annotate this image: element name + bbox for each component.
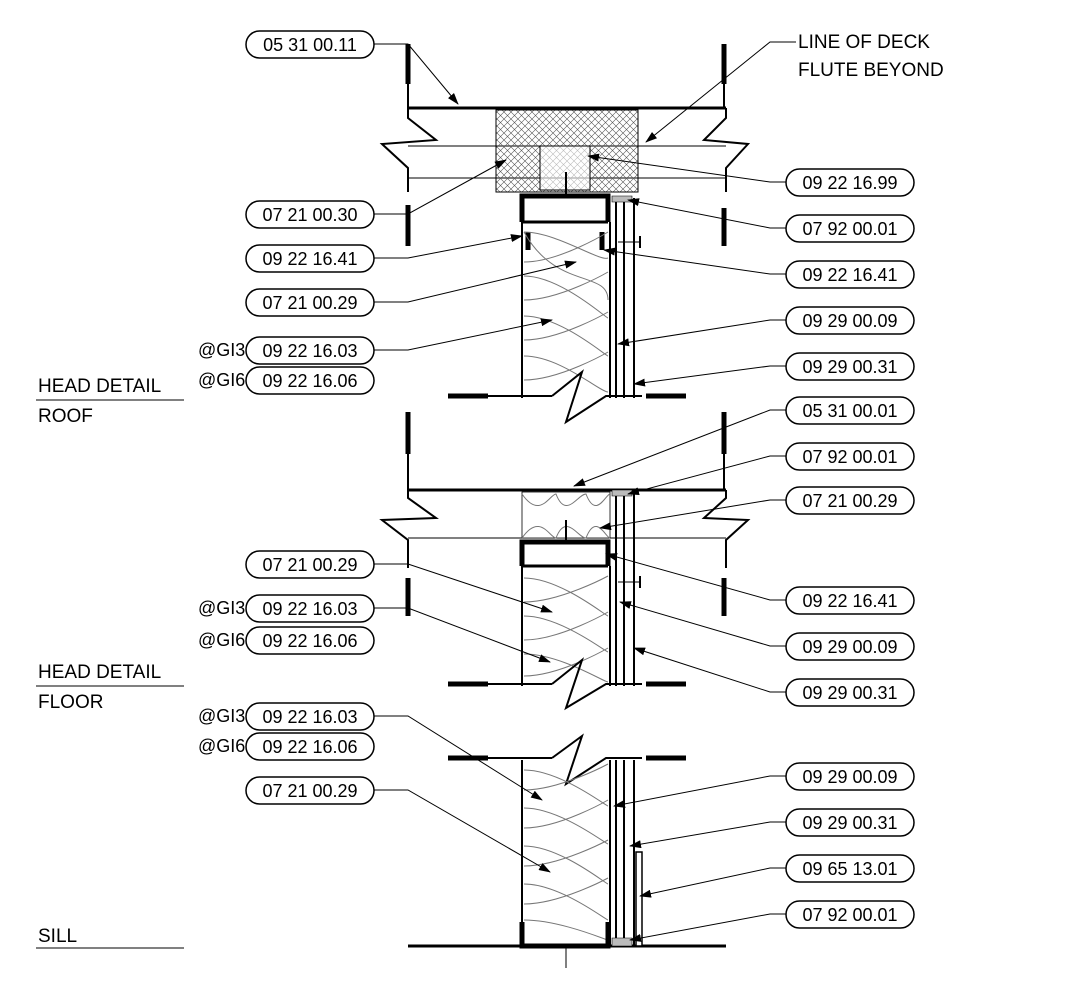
floor-head-subtitle-text: FLOOR — [38, 692, 103, 713]
keynote-text: 09 29 00.09 — [802, 311, 897, 331]
keynote-tag[interactable]: 09 22 16.03 — [245, 594, 375, 623]
gi6-prefix: @GI6 — [198, 630, 245, 650]
keynote-text: 07 21 00.29 — [262, 781, 357, 801]
keynote-tag[interactable]: 09 22 16.06 — [245, 626, 375, 655]
sill-detail — [408, 733, 726, 968]
keynote-text: 07 21 00.29 — [262, 555, 357, 575]
sill-title: SILL — [36, 926, 184, 949]
keynote-text: 07 92 00.01 — [802, 905, 897, 925]
keynote-tag[interactable]: 09 22 16.03 — [245, 336, 375, 365]
keynote-tag[interactable]: 09 22 16.41 — [785, 260, 915, 289]
gi3-prefix: @GI3 — [198, 340, 245, 360]
keynote-tag[interactable]: 07 92 00.01 — [785, 214, 915, 243]
keynote-text: 09 22 16.03 — [262, 341, 357, 361]
keynote-text: 09 22 16.06 — [262, 371, 357, 391]
floor-head-title: HEAD DETAIL FLOOR — [36, 662, 184, 713]
keynote-tag[interactable]: 09 65 13.01 — [785, 854, 915, 883]
gi3-prefix: @GI3 — [198, 706, 245, 726]
roof-top-track — [519, 193, 611, 222]
leader-lines — [374, 41, 796, 942]
keynote-tag[interactable]: 09 22 16.06 — [245, 366, 375, 395]
keynote-tag[interactable]: 09 22 16.99 — [785, 168, 915, 197]
keynote-text: 09 22 16.41 — [802, 591, 897, 611]
deck-flute-note-line1: LINE OF DECK — [798, 32, 930, 53]
keynote-tag[interactable]: 09 29 00.31 — [785, 678, 915, 707]
floor-head-title-text: HEAD DETAIL — [38, 662, 161, 683]
keynote-tag[interactable]: 09 29 00.09 — [785, 632, 915, 661]
floor-head-detail — [379, 412, 751, 711]
floor-left-break-line — [379, 490, 439, 568]
keynote-text: 09 22 16.41 — [802, 265, 897, 285]
roof-head-detail — [379, 44, 751, 425]
gi3-prefix: @GI3 — [198, 598, 245, 618]
keynote-text: 09 29 00.31 — [802, 357, 897, 377]
keynote-tag[interactable]: 07 21 00.29 — [245, 288, 375, 317]
keynote-text: 09 22 16.03 — [262, 707, 357, 727]
keynote-tag[interactable]: 09 29 00.09 — [785, 306, 915, 335]
keynote-text: 09 29 00.31 — [802, 813, 897, 833]
roof-left-break-line — [379, 108, 439, 192]
keynote-text: 09 22 16.06 — [262, 631, 357, 651]
sill-title-text: SILL — [38, 926, 77, 947]
keynote-text: 09 29 00.09 — [802, 637, 897, 657]
keynote-text: 09 22 16.99 — [802, 173, 897, 193]
keynote-text: 09 22 16.41 — [262, 249, 357, 269]
gi6-prefix: @GI6 — [198, 736, 245, 756]
roof-head-title: HEAD DETAIL ROOF — [36, 376, 184, 427]
keynote-tag[interactable]: 09 29 00.31 — [785, 808, 915, 837]
keynote-tag[interactable]: 09 22 16.03 — [245, 702, 375, 731]
keynote-text: 09 65 13.01 — [802, 859, 897, 879]
keynote-tag[interactable]: 09 22 16.41 — [245, 244, 375, 273]
roof-batt-insulation — [523, 231, 609, 393]
keynote-text: 05 31 00.01 — [802, 401, 897, 421]
keynote-text: 09 29 00.31 — [802, 683, 897, 703]
keynote-text: 09 22 16.06 — [262, 737, 357, 757]
gi6-prefix: @GI6 — [198, 370, 245, 390]
keynote-tags: 05 31 00.11 07 21 00.30 09 22 16.41 07 2… — [245, 30, 915, 929]
keynote-text: 05 31 00.11 — [263, 35, 357, 55]
keynote-tag[interactable]: 05 31 00.01 — [785, 396, 915, 425]
keynote-text: 07 21 00.29 — [802, 491, 897, 511]
keynote-tag[interactable]: 07 21 00.29 — [245, 550, 375, 579]
keynote-tag[interactable]: 09 22 16.41 — [785, 586, 915, 615]
roof-right-break-line — [701, 108, 751, 192]
roof-head-title-text: HEAD DETAIL — [38, 376, 161, 397]
keynote-text: 09 29 00.09 — [802, 767, 897, 787]
keynote-tag[interactable]: 05 31 00.11 — [245, 30, 375, 59]
keynote-text: 07 21 00.29 — [262, 293, 357, 313]
keynote-text: 09 22 16.03 — [262, 599, 357, 619]
keynote-text: 07 92 00.01 — [802, 219, 897, 239]
keynote-tag[interactable]: 07 92 00.01 — [785, 900, 915, 929]
keynote-tag[interactable]: 09 29 00.09 — [785, 762, 915, 791]
keynote-tag[interactable]: 07 21 00.30 — [245, 200, 375, 229]
roof-head-subtitle-text: ROOF — [38, 406, 93, 427]
keynote-tag[interactable]: 07 21 00.29 — [785, 486, 915, 515]
keynote-text: 07 21 00.30 — [262, 205, 357, 225]
keynote-tag[interactable]: 09 22 16.06 — [245, 732, 375, 761]
keynote-tag[interactable]: 07 21 00.29 — [245, 776, 375, 805]
keynote-tag[interactable]: 09 29 00.31 — [785, 352, 915, 381]
keynote-tag[interactable]: 07 92 00.01 — [785, 442, 915, 471]
deck-flute-note-line2: FLUTE BEYOND — [798, 60, 944, 81]
keynote-text: 07 92 00.01 — [802, 447, 897, 467]
